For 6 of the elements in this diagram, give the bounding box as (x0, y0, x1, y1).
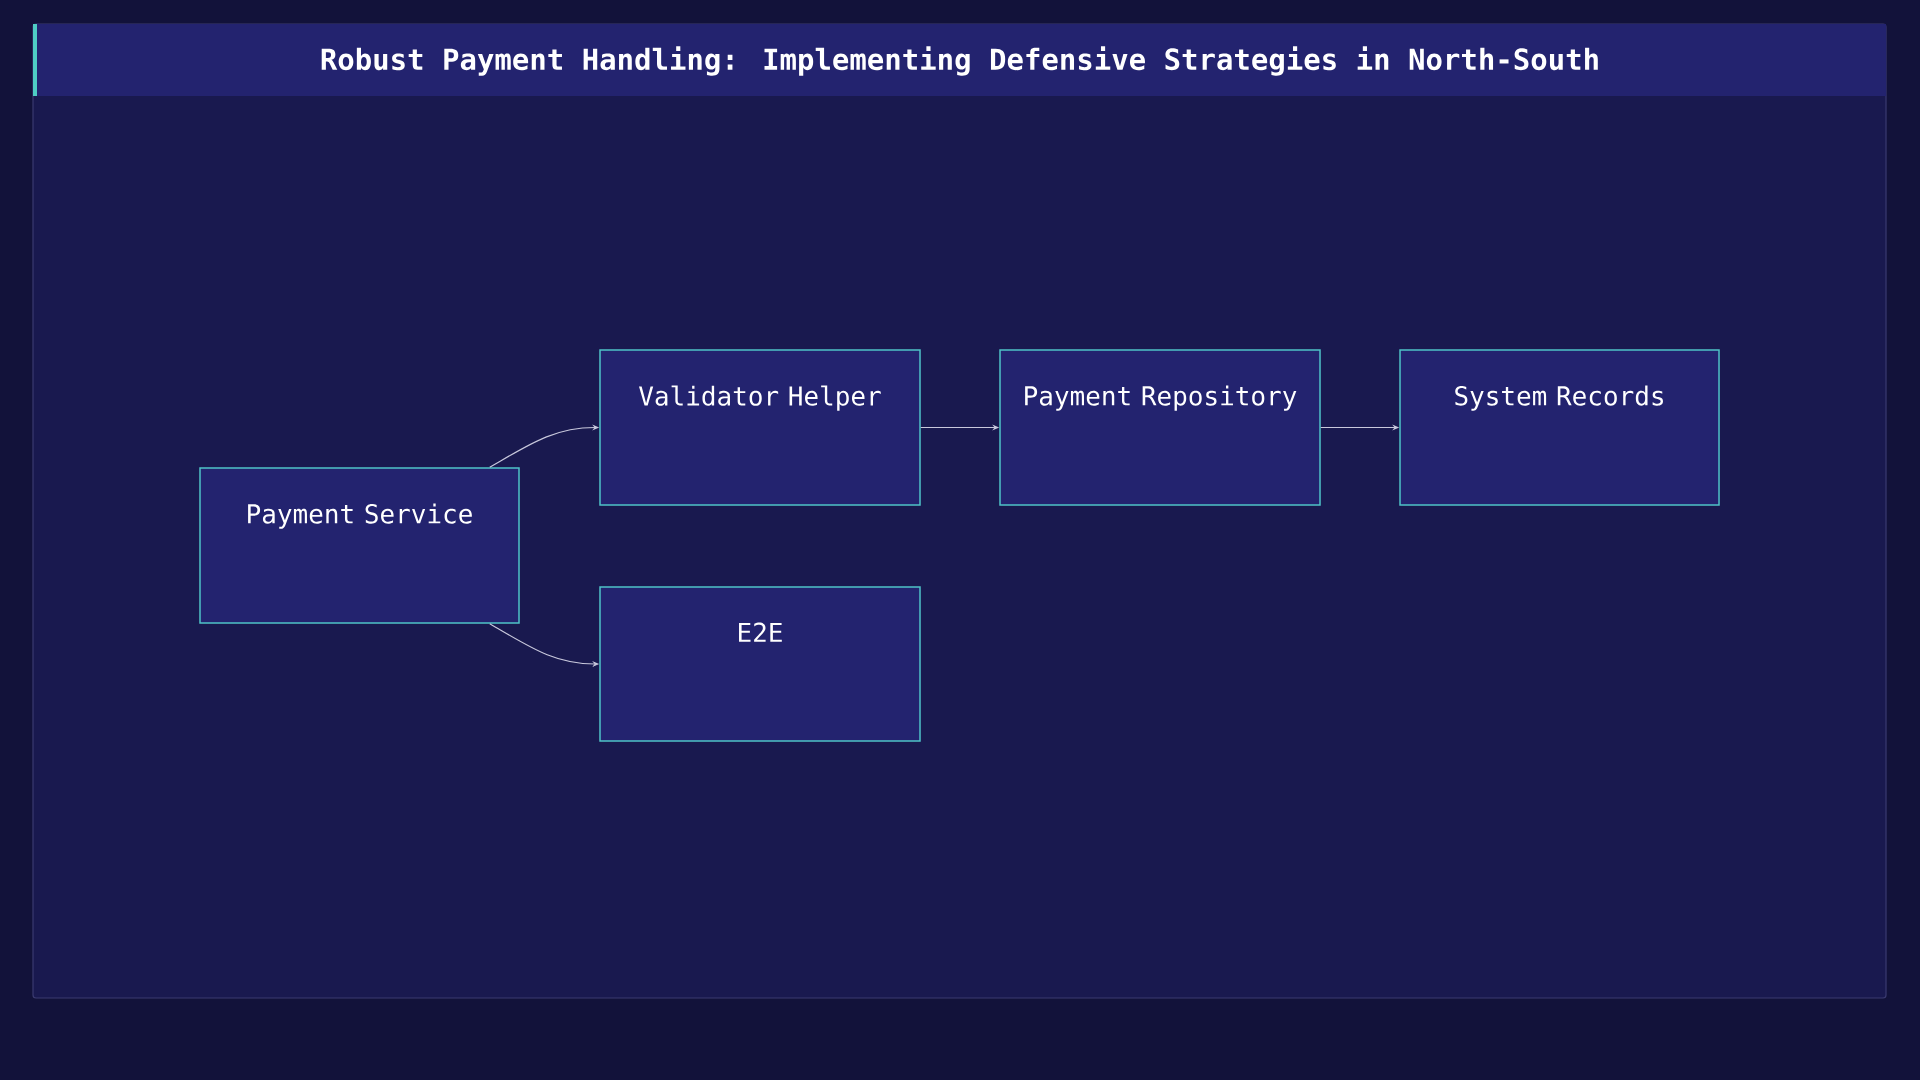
process-box: Payment Repository (999, 349, 1321, 506)
process-box: Validator Helper (599, 349, 921, 506)
process-box: E2E (599, 586, 921, 742)
process-box: Payment Service (199, 467, 520, 624)
process-box: System Records (1399, 349, 1720, 506)
title-bar: Robust Payment Handling: Implementing Defensive Strategies in North-South (33, 24, 1886, 96)
